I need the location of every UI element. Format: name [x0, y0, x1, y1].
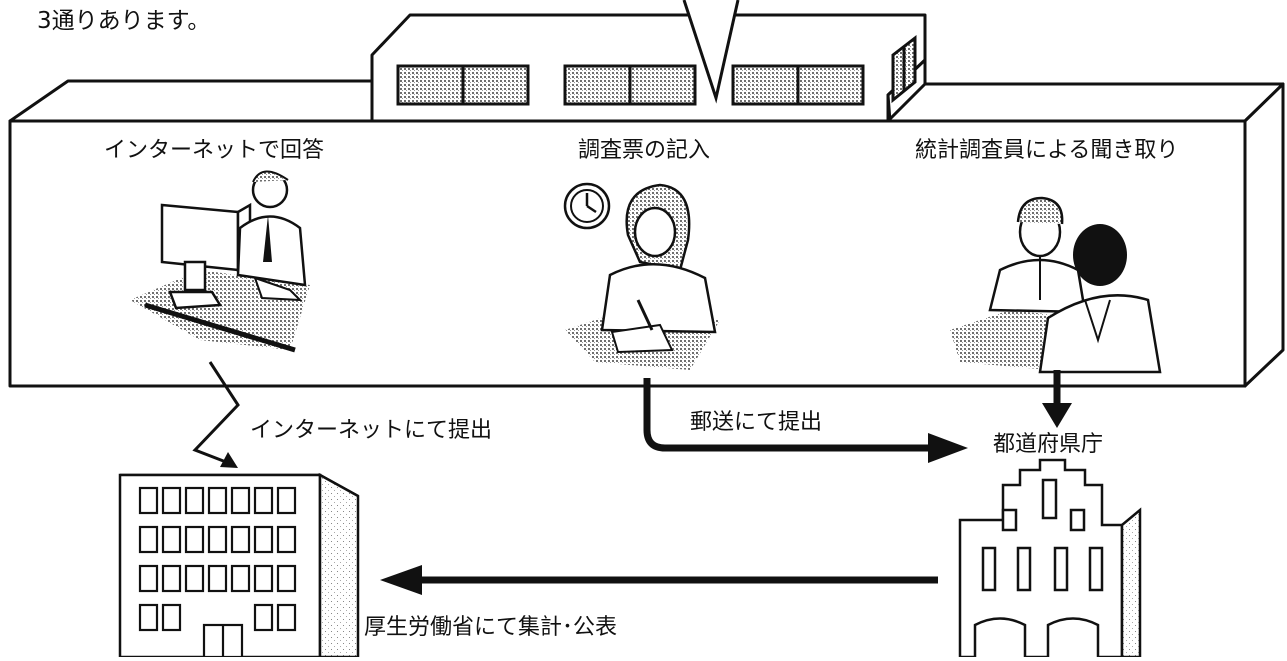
method-label-interview: 統計調査員による聞き取り — [915, 138, 1179, 163]
ministry-building — [118, 472, 360, 659]
flow-label-ministry-publish: 厚生労働省にて集計･公表 — [364, 615, 618, 640]
method-label-internet: インターネットで回答 — [104, 138, 325, 163]
flow-label-internet-submit: インターネットにて提出 — [250, 418, 493, 443]
computer-user-illustration — [130, 170, 310, 353]
intro-text: 3通りあります。 — [37, 8, 211, 34]
tower-windows — [396, 34, 917, 106]
method-label-paper: 調査票の記入 — [578, 138, 711, 163]
ministry-windows — [138, 486, 297, 659]
speech-bubble-tail — [682, 0, 740, 104]
mail-submit-arrow — [643, 378, 930, 452]
destination-label-prefecture: 都道府県庁 — [993, 432, 1104, 457]
internet-submit-arrow — [192, 361, 240, 464]
paper-form-illustration — [563, 182, 720, 370]
interview-illustration — [950, 196, 1162, 374]
prefectural-office-building — [958, 458, 1142, 659]
flow-label-mail-submit: 郵送にて提出 — [690, 410, 823, 435]
